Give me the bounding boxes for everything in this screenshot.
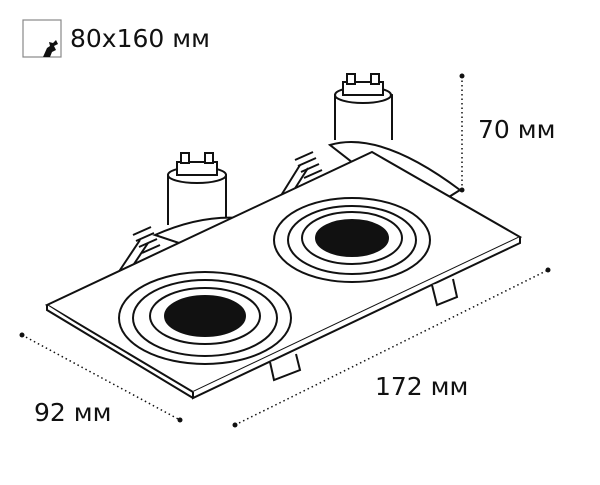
cutout-size-label: 80x160 мм <box>70 24 210 53</box>
dimension-endpoints <box>19 73 551 428</box>
height-dimension-label: 70 мм <box>478 115 556 144</box>
dimension-lines <box>21 76 549 426</box>
front-socket <box>152 152 243 252</box>
cutout-size-icon <box>22 19 62 58</box>
width-dimension-label: 92 мм <box>34 398 112 427</box>
front-ring <box>118 271 292 365</box>
length-dimension-label: 172 мм <box>375 372 469 401</box>
rear-ring <box>273 197 431 283</box>
